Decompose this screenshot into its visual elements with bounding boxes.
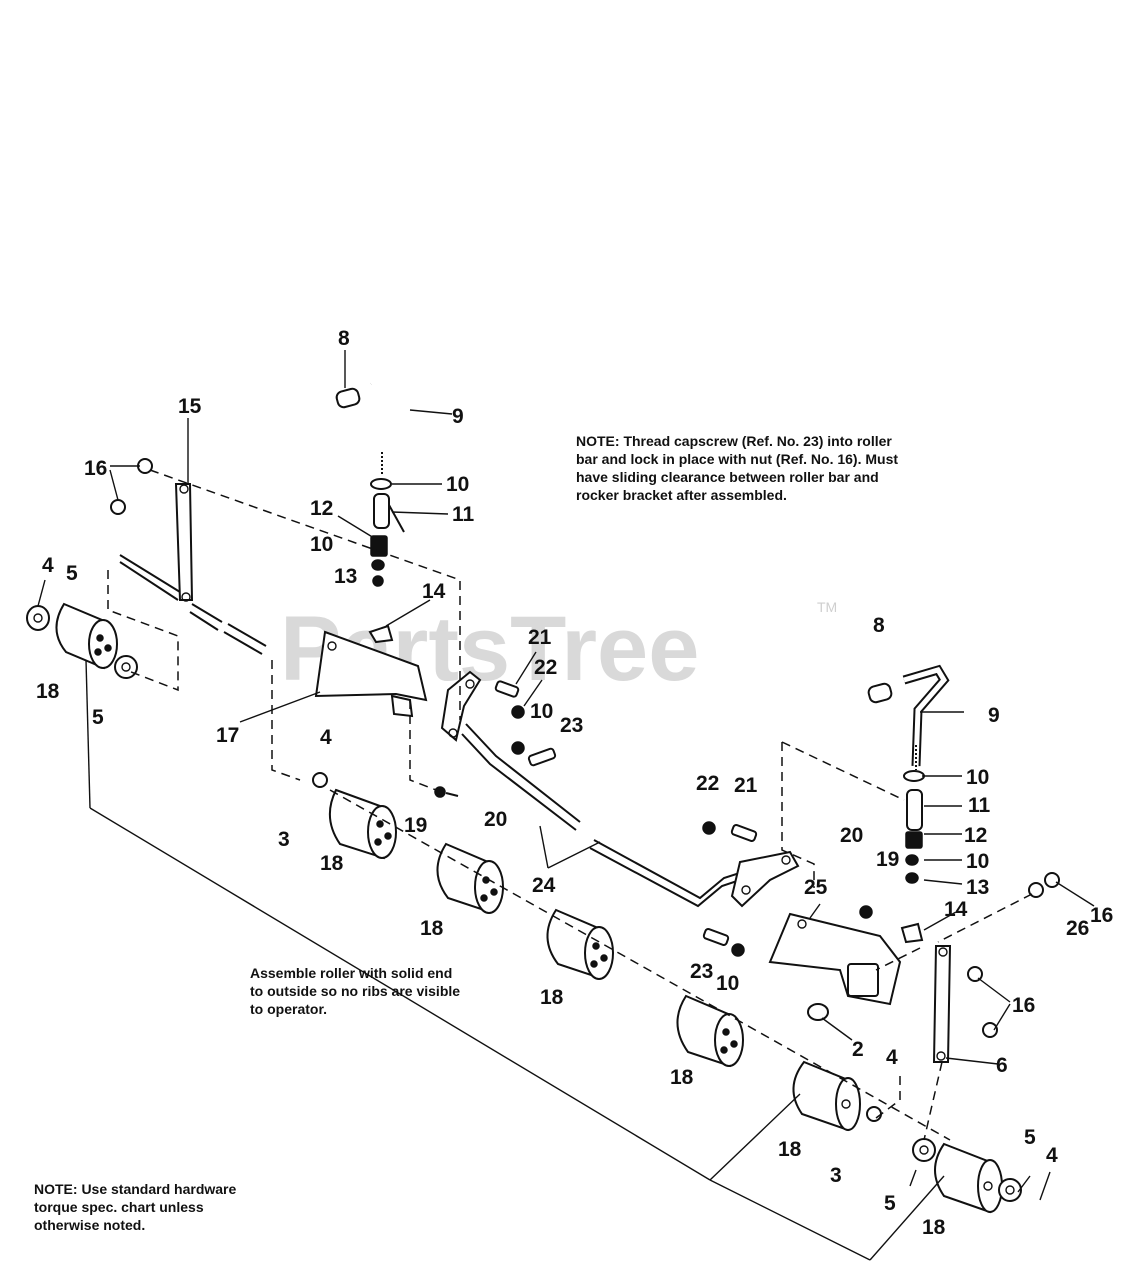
callout-6: 6 <box>996 1054 1008 1077</box>
callout-25: 25 <box>804 876 828 899</box>
callout-20: 20 <box>840 824 863 847</box>
callout-18: 18 <box>922 1216 946 1239</box>
leader-lines <box>37 350 1095 1261</box>
callout-14: 14 <box>944 898 968 921</box>
handle-9-left <box>335 371 416 475</box>
note-line: to outside so no ribs are visible <box>250 983 460 999</box>
callout-22: 22 <box>534 656 557 679</box>
watermark-trademark: TM <box>817 599 837 615</box>
rocker-bracket-17 <box>314 624 428 718</box>
callout-16: 16 <box>1012 994 1035 1017</box>
note-thread-capscrew: NOTE: Thread capscrew (Ref. No. 23) into… <box>576 433 898 503</box>
callout-5: 5 <box>66 562 78 585</box>
callout-4: 4 <box>42 554 54 577</box>
spring-stack-left <box>370 478 405 587</box>
roller-18-b <box>329 788 397 860</box>
callout-13: 13 <box>334 565 357 588</box>
note-line: NOTE: Thread capscrew (Ref. No. 23) into… <box>576 433 892 449</box>
roller-18-f <box>792 1060 861 1132</box>
note-line: to operator. <box>250 1001 327 1017</box>
callout-21: 21 <box>734 774 758 797</box>
callout-9: 9 <box>452 405 464 428</box>
callout-20: 20 <box>484 808 507 831</box>
callout-23: 23 <box>560 714 583 737</box>
callout-23: 23 <box>690 960 713 983</box>
callout-3: 3 <box>830 1164 842 1187</box>
nuts-16-26-right <box>967 872 1060 1038</box>
callout-18: 18 <box>420 917 444 940</box>
callout-2: 2 <box>852 1038 864 1061</box>
callout-12: 12 <box>310 497 333 520</box>
roller-18-d <box>546 908 614 980</box>
assembly-dashed-lines <box>107 469 1033 1141</box>
callout-10: 10 <box>530 700 553 723</box>
handle-9-right <box>867 664 950 770</box>
bolt-21-22-23-left <box>494 680 557 767</box>
callout-8: 8 <box>873 614 885 637</box>
note-line: Assemble roller with solid end <box>250 965 452 981</box>
callout-12: 12 <box>964 824 987 847</box>
callout-17: 17 <box>216 724 239 747</box>
callout-18: 18 <box>778 1138 802 1161</box>
callout-21: 21 <box>528 626 552 649</box>
callout-24: 24 <box>532 874 556 897</box>
callout-11: 11 <box>968 794 991 817</box>
callout-numbers: 8 9 10 11 12 10 13 14 15 16 4 5 18 5 17 … <box>36 327 1113 1239</box>
callout-4: 4 <box>886 1046 898 1069</box>
callout-18: 18 <box>670 1066 694 1089</box>
callout-5: 5 <box>92 706 104 729</box>
callout-18: 18 <box>320 852 344 875</box>
callout-10: 10 <box>446 473 469 496</box>
callout-3: 3 <box>278 828 290 851</box>
callout-18: 18 <box>540 986 564 1009</box>
callout-5: 5 <box>1024 1126 1036 1149</box>
rocker-bracket-25 <box>768 912 924 1006</box>
lever-6 <box>932 945 952 1063</box>
bolt-21-22-right <box>702 821 873 1021</box>
callout-10: 10 <box>716 972 739 995</box>
callout-11: 11 <box>452 503 475 526</box>
roller-18-c <box>436 842 504 914</box>
callout-10: 10 <box>310 533 333 556</box>
callout-5: 5 <box>884 1192 896 1215</box>
roller-18-right <box>912 1138 1022 1214</box>
callout-19: 19 <box>404 814 427 837</box>
roller-shaft-left <box>119 554 267 655</box>
callout-16: 16 <box>1090 904 1113 927</box>
note-assemble-roller: Assemble roller with solid end to outsid… <box>250 965 460 1017</box>
lever-15 <box>174 483 194 602</box>
roller-18-e <box>676 994 744 1068</box>
callout-9: 9 <box>988 704 1000 727</box>
callout-4: 4 <box>320 726 332 749</box>
pivot-link-right <box>730 850 800 908</box>
callout-18: 18 <box>36 680 60 703</box>
callout-15: 15 <box>178 395 202 418</box>
callout-8: 8 <box>338 327 350 350</box>
callout-4: 4 <box>1046 1144 1058 1167</box>
note-line: bar and lock in place with nut (Ref. No.… <box>576 451 898 467</box>
note-line: otherwise noted. <box>34 1217 145 1233</box>
rod-24 <box>461 723 781 908</box>
callout-10: 10 <box>966 766 989 789</box>
note-torque-spec: NOTE: Use standard hardware torque spec.… <box>34 1181 236 1233</box>
note-line: torque spec. chart unless <box>34 1199 204 1215</box>
callout-10: 10 <box>966 850 989 873</box>
callout-16: 16 <box>84 457 107 480</box>
callout-22: 22 <box>696 772 719 795</box>
note-line: rocker bracket after assembled. <box>576 487 787 503</box>
grip-8-right <box>867 682 893 704</box>
callout-14: 14 <box>422 580 446 603</box>
grip-8-left <box>335 387 361 409</box>
note-line: NOTE: Use standard hardware <box>34 1181 236 1197</box>
pivot-link <box>440 670 482 742</box>
nut-16-left <box>110 458 153 515</box>
note-line: have sliding clearance between roller ba… <box>576 469 879 485</box>
spring-stack-right <box>903 770 925 884</box>
callout-13: 13 <box>966 876 989 899</box>
callout-19: 19 <box>876 848 899 871</box>
callout-26: 26 <box>1066 917 1089 940</box>
